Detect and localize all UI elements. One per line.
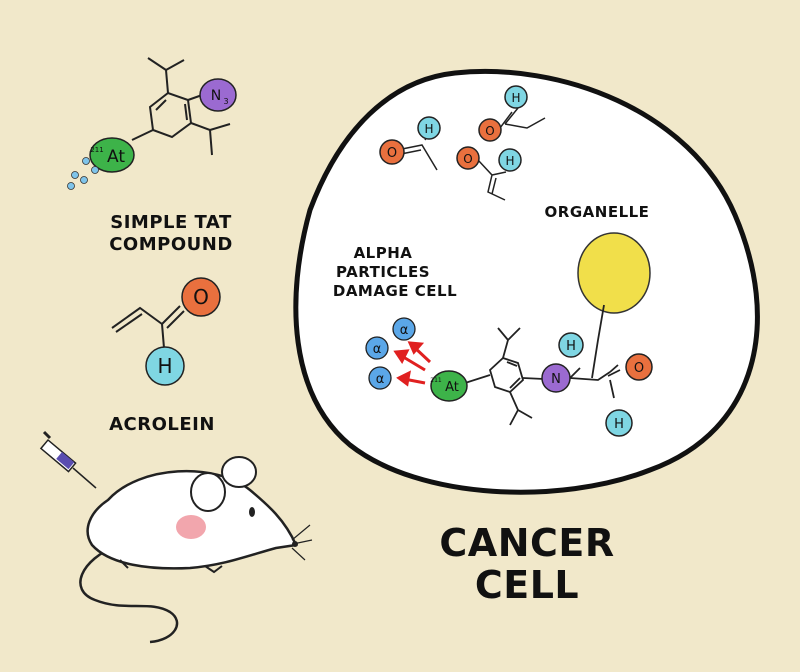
alpha-label-line2: PARTICLES bbox=[336, 263, 430, 281]
oxygen-label: O bbox=[387, 146, 397, 161]
hydrogen-label: H bbox=[157, 354, 172, 378]
hydrogen-atom bbox=[504, 85, 528, 109]
astatine-mass: 211 bbox=[90, 146, 103, 154]
organelle-label: ORGANELLE bbox=[545, 203, 650, 221]
tat-conjugate-in-cell bbox=[464, 327, 621, 426]
nitrogen-label: N bbox=[551, 372, 561, 387]
oxygen-atom bbox=[181, 277, 221, 317]
alpha-particle bbox=[368, 366, 392, 390]
mouse-eye bbox=[249, 507, 255, 517]
acrolein-molecule-2: O H bbox=[478, 85, 546, 142]
hydrogen-label: H bbox=[505, 154, 514, 168]
mouse-whiskers bbox=[291, 524, 313, 561]
mouse-ear-front bbox=[190, 472, 226, 512]
astatine-mass: 211 bbox=[430, 377, 442, 384]
mouse-feet bbox=[119, 559, 223, 574]
astatine-atom bbox=[89, 137, 135, 173]
hydrogen-atom bbox=[605, 409, 633, 437]
mouse-cheek bbox=[176, 515, 206, 539]
alpha-symbol: α bbox=[400, 323, 409, 338]
acrolein-label: ACROLEIN bbox=[109, 414, 215, 435]
nitrogen-atom bbox=[541, 363, 571, 393]
alpha-label-line3: DAMAGE CELL bbox=[333, 282, 457, 300]
syringe-icon bbox=[39, 430, 97, 489]
hydrogen-label: H bbox=[614, 417, 624, 432]
azide-group bbox=[199, 78, 237, 112]
alpha-symbol: α bbox=[376, 372, 385, 387]
astatine-label: At bbox=[445, 380, 459, 395]
cancer-cell-label-line1: CANCER bbox=[439, 521, 614, 565]
oxygen-atom bbox=[379, 139, 405, 165]
alpha-symbol: α bbox=[373, 342, 382, 357]
simple-tat-compound-structure bbox=[131, 57, 231, 156]
hydrogen-atom bbox=[417, 116, 441, 140]
azide-label: N bbox=[211, 88, 221, 104]
alpha-particle bbox=[365, 336, 389, 360]
hydrogen-label: H bbox=[511, 91, 520, 105]
alpha-particle bbox=[392, 317, 416, 341]
emitted-particles bbox=[67, 157, 99, 190]
mouse-ear-back bbox=[221, 456, 257, 488]
acrolein-structure bbox=[111, 305, 185, 349]
alpha-label-line1: ALPHA bbox=[354, 244, 413, 262]
acrolein-molecule-1: O H bbox=[379, 116, 441, 171]
organelle-yellow bbox=[577, 232, 651, 314]
oxygen-atom bbox=[456, 146, 480, 170]
oxygen-label: O bbox=[463, 152, 472, 166]
hydrogen-atom bbox=[498, 148, 522, 172]
tat-compound-label-line1: SIMPLE TAT bbox=[110, 212, 232, 233]
hydrogen-atom bbox=[145, 346, 185, 386]
hydrogen-label: H bbox=[424, 122, 433, 136]
oxygen-atom bbox=[478, 118, 502, 142]
hydrogen-atom bbox=[558, 332, 584, 358]
oxygen-label: O bbox=[634, 361, 644, 376]
cancer-cell-membrane bbox=[293, 68, 760, 495]
acrolein-molecule-3: O H bbox=[456, 146, 522, 201]
oxygen-atom bbox=[625, 353, 653, 381]
mouse-icon bbox=[79, 456, 313, 644]
cancer-cell-label-line2: CELL bbox=[475, 563, 579, 607]
astatine-atom bbox=[430, 370, 468, 402]
alpha-particles: α α α bbox=[365, 317, 416, 390]
oxygen-label: O bbox=[193, 285, 209, 309]
azide-subscript: 3 bbox=[223, 97, 228, 106]
tat-compound-label-line2: COMPOUND bbox=[109, 234, 233, 255]
oxygen-label: O bbox=[485, 124, 494, 138]
astatine-label: At bbox=[107, 147, 125, 167]
mouse-tail bbox=[79, 543, 179, 644]
alpha-emission-arrows bbox=[393, 341, 432, 387]
hydrogen-label: H bbox=[566, 339, 576, 354]
